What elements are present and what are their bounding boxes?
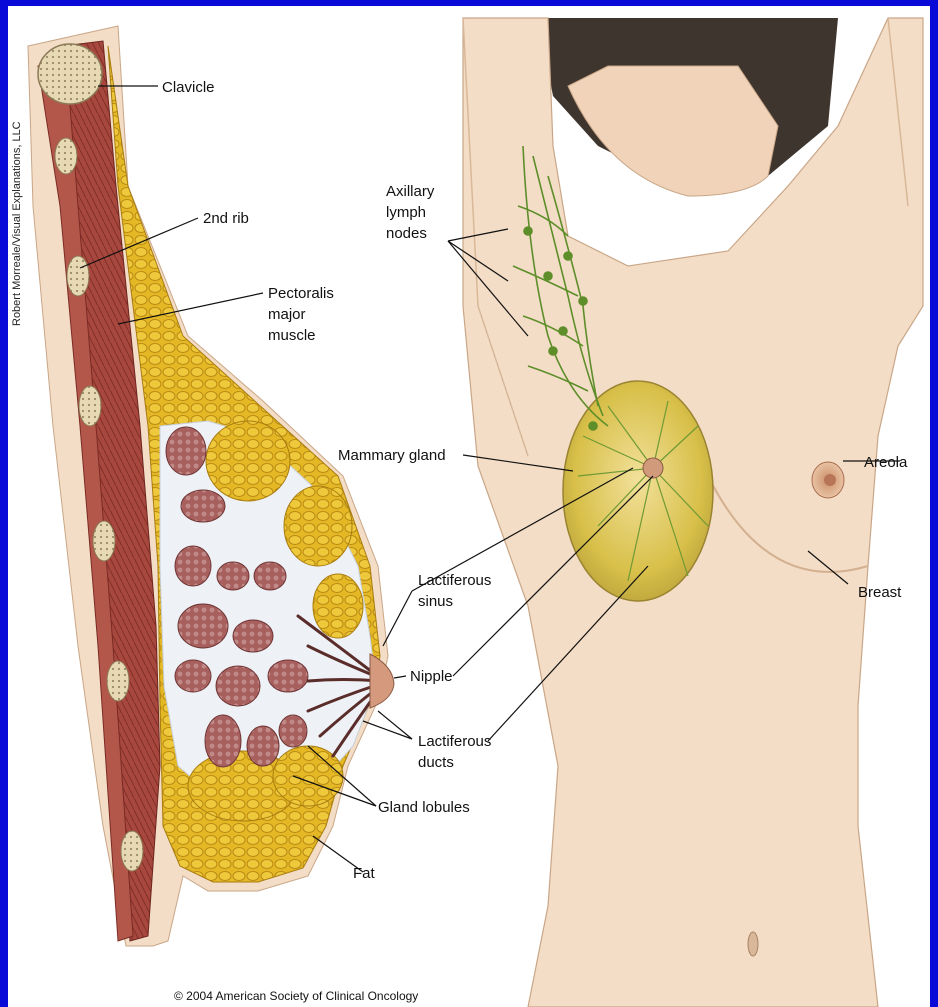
label-axillary-1: Axillary	[386, 183, 435, 200]
artist-credit: Robert Morreale/Visual Explanations, LLC	[11, 121, 23, 326]
label-ducts-1: Lactiferous	[418, 733, 491, 750]
copyright-text: © 2004 American Society of Clinical Onco…	[174, 989, 418, 1003]
label-pectoralis-2: major	[268, 306, 306, 323]
navel	[748, 932, 758, 956]
illustration-canvas: Clavicle 2nd rib Pectoralis major muscle…	[8, 6, 930, 1007]
label-mammary-gland: Mammary gland	[338, 447, 446, 464]
label-ducts-2: ducts	[418, 754, 454, 771]
label-axillary-3: nodes	[386, 225, 427, 242]
label-clavicle: Clavicle	[162, 79, 215, 96]
face	[568, 66, 778, 196]
sagittal-section	[28, 26, 394, 946]
label-axillary-2: lymph	[386, 204, 426, 221]
label-breast: Breast	[858, 584, 902, 601]
label-pectoralis-3: muscle	[268, 327, 316, 344]
label-fat: Fat	[353, 865, 376, 882]
anatomy-illustration: Clavicle 2nd rib Pectoralis major muscle…	[8, 6, 930, 1007]
label-areola: Areola	[864, 454, 908, 471]
label-nipple: Nipple	[410, 668, 453, 685]
label-gland-lobules: Gland lobules	[378, 799, 470, 816]
label-sinus-1: Lactiferous	[418, 572, 491, 589]
label-sinus-2: sinus	[418, 593, 453, 610]
nipple-section	[370, 654, 394, 708]
clavicle-bone	[38, 44, 102, 104]
label-2nd-rib: 2nd rib	[203, 210, 249, 227]
label-pectoralis-1: Pectoralis	[268, 285, 334, 302]
torso-illustration	[463, 18, 923, 1007]
